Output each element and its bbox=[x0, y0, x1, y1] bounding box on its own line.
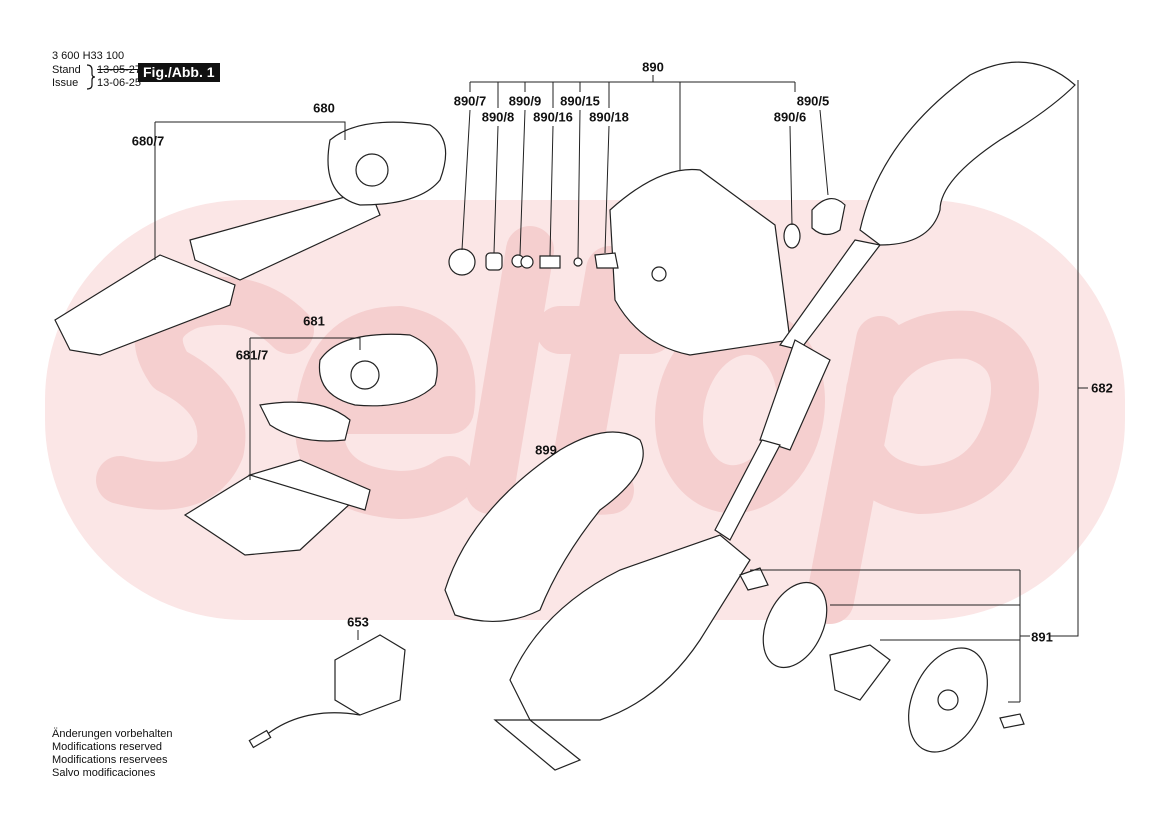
issue-label: Issue bbox=[52, 77, 79, 89]
label-653: 653 bbox=[347, 614, 369, 630]
knob-890-7 bbox=[448, 248, 476, 276]
issue-date: 13-06-25 bbox=[97, 77, 142, 89]
part-number: 3 600 H33 100 bbox=[52, 50, 125, 62]
label-890: 890 bbox=[642, 59, 664, 75]
sleeve-890-8 bbox=[485, 252, 503, 271]
trolley-891 bbox=[509, 534, 751, 721]
ring-890-6 bbox=[783, 223, 801, 249]
label-890-8: 890/8 bbox=[481, 109, 515, 125]
label-682: 682 bbox=[1091, 380, 1113, 396]
label-899: 899 bbox=[535, 442, 557, 458]
label-890-5: 890/5 bbox=[796, 93, 830, 109]
pin-890-18 bbox=[594, 252, 619, 269]
label-681-7: 681/7 bbox=[235, 347, 269, 363]
wheel-1 bbox=[762, 581, 828, 669]
label-890-6: 890/6 bbox=[773, 109, 807, 125]
figure-label: Fig./Abb. 1 bbox=[138, 63, 220, 82]
label-890-15: 890/15 bbox=[560, 93, 600, 109]
label-680-7: 680/7 bbox=[131, 133, 165, 149]
grass-blade-681 bbox=[259, 401, 351, 442]
axle-bracket bbox=[829, 644, 891, 701]
stand-label: Stand bbox=[52, 64, 81, 76]
footer-fr: Modifications reservees bbox=[52, 754, 168, 766]
shrub-blade-680 bbox=[189, 189, 381, 281]
motor-housing-890 bbox=[609, 168, 791, 356]
label-890-16: 890/16 bbox=[533, 109, 573, 125]
label-681: 681 bbox=[303, 313, 325, 329]
label-891: 891 bbox=[1031, 629, 1053, 645]
blade-guard-680-7 bbox=[54, 254, 236, 356]
leader-lines bbox=[154, 75, 1088, 703]
label-890-18: 890/18 bbox=[589, 109, 629, 125]
label-890-9: 890/9 bbox=[508, 93, 542, 109]
label-890-7: 890/7 bbox=[453, 93, 487, 109]
nut-890-5 bbox=[811, 198, 846, 236]
charger-653 bbox=[334, 634, 406, 716]
telescopic-handle-682 bbox=[859, 61, 1076, 246]
footer-es: Salvo modificaciones bbox=[52, 767, 156, 779]
spring-890-16 bbox=[539, 255, 561, 269]
shear-body-899 bbox=[444, 431, 644, 622]
stand-date: 13-05-27 bbox=[97, 64, 142, 76]
footer-de: Änderungen vorbehalten bbox=[52, 728, 173, 740]
brace-icon bbox=[86, 64, 96, 90]
footer-en: Modifications reserved bbox=[52, 741, 163, 753]
label-680: 680 bbox=[313, 100, 335, 116]
ball-890-15 bbox=[573, 257, 583, 267]
